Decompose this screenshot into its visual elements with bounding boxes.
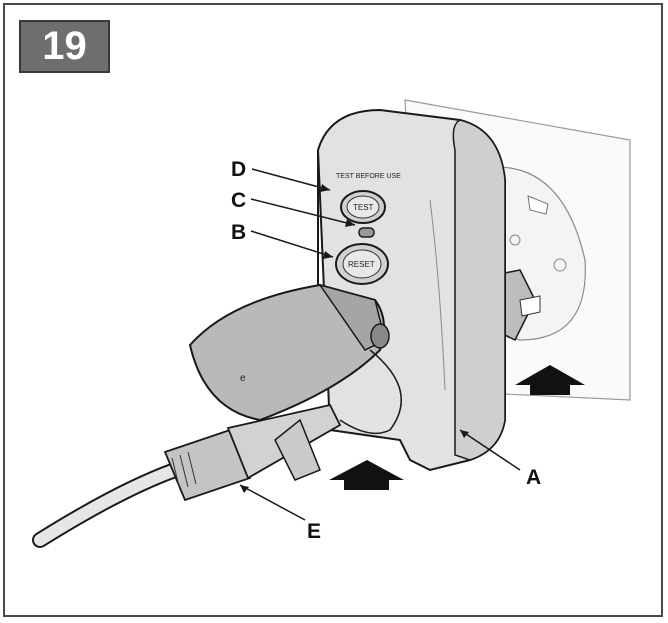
callout-d: D bbox=[231, 158, 246, 181]
callout-b: B bbox=[231, 221, 246, 244]
rcd-adapter-body bbox=[316, 108, 506, 472]
callout-c: C bbox=[231, 189, 246, 212]
push-arrow-left bbox=[329, 460, 404, 490]
protective-lid: e bbox=[188, 283, 402, 435]
indicator-light bbox=[358, 227, 375, 238]
test-before-use-label: TEST BEFORE USE bbox=[336, 173, 401, 180]
push-arrow-right bbox=[515, 365, 585, 395]
reset-button[interactable]: RESET bbox=[335, 243, 389, 285]
leader-arrowheads bbox=[240, 184, 469, 493]
leader-lines bbox=[239, 168, 521, 521]
lid-mark: e bbox=[240, 373, 246, 384]
reset-button-label: RESET bbox=[348, 260, 375, 269]
callout-e: E bbox=[307, 520, 321, 543]
test-button-label: TEST bbox=[353, 203, 374, 212]
plug-and-cable bbox=[32, 403, 342, 548]
figure-number-badge: 19 bbox=[19, 20, 110, 73]
callout-a: A bbox=[526, 466, 541, 489]
test-button[interactable]: TEST bbox=[340, 190, 386, 224]
